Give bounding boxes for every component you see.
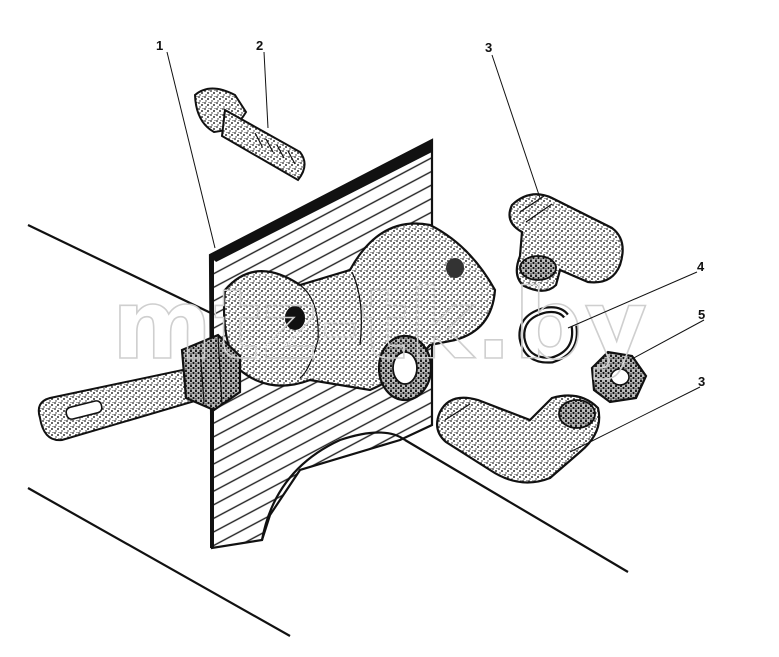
callout-4: 4	[697, 259, 705, 274]
callout-labels: 1 2 3 3 4 5	[156, 38, 705, 389]
elbow-fitting-upper	[508, 193, 624, 292]
bolt	[193, 87, 306, 182]
callout-1: 1	[156, 38, 163, 53]
watermark-text: mtz-tk.by	[112, 269, 649, 381]
callout-3-upper: 3	[485, 40, 492, 55]
hex-nut	[590, 350, 648, 404]
callout-3-lower: 3	[698, 374, 705, 389]
callout-2: 2	[256, 38, 263, 53]
spring-washer	[518, 306, 579, 364]
valve-body	[222, 222, 497, 402]
frame-lines	[27, 224, 629, 637]
callout-5: 5	[698, 307, 705, 322]
elbow-fitting-lower	[435, 394, 601, 484]
valve-stem	[37, 333, 242, 442]
leader-lines	[166, 51, 705, 453]
